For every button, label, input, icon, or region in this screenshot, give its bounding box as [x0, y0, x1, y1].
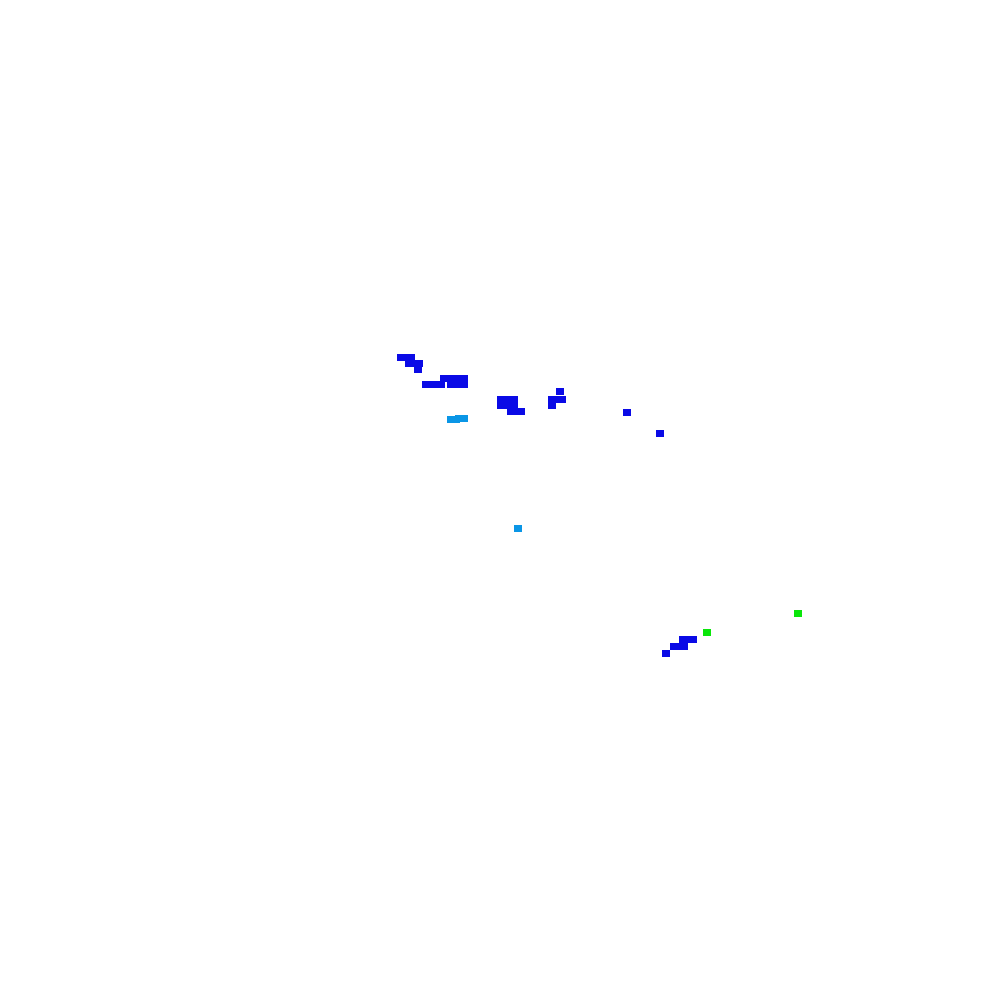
map-cell-0-6: [414, 366, 422, 373]
map-cell-0-35: [548, 402, 556, 409]
map-cell-0-23: [510, 396, 518, 403]
map-cell-0-25: [502, 402, 510, 409]
map-cell-0-10: [437, 381, 445, 388]
map-cell-0-1: [402, 354, 410, 361]
map-cell-1-2: [455, 415, 463, 422]
map-cell-0-29: [512, 408, 520, 415]
map-cell-0-41: [670, 643, 678, 650]
map-cell-0-12: [445, 375, 453, 382]
map-cell-0-39: [684, 636, 692, 643]
map-cell-0-11: [440, 375, 448, 382]
map-cell-0-33: [553, 396, 561, 403]
map-cell-0-28: [507, 408, 515, 415]
map-cell-0-16: [447, 381, 455, 388]
map-cell-0-19: [460, 381, 468, 388]
map-cell-1-4: [514, 525, 522, 532]
map-cell-0-4: [410, 360, 418, 367]
map-cell-0-44: [662, 650, 670, 657]
map-cell-2-0: [703, 629, 711, 636]
map-cell-0-14: [455, 375, 463, 382]
map-cell-0-21: [502, 396, 510, 403]
map-cell-0-20: [497, 396, 505, 403]
map-cell-0-40: [689, 636, 697, 643]
map-cell-2-1: [794, 610, 802, 617]
map-cell-0-0: [397, 354, 405, 361]
map-cell-0-2: [407, 354, 415, 361]
map-cell-0-3: [405, 360, 413, 367]
map-cell-0-42: [675, 643, 683, 650]
map-cell-1-3: [460, 415, 468, 422]
map-cell-0-8: [427, 381, 435, 388]
map-cell-0-7: [422, 381, 430, 388]
map-cell-0-37: [656, 430, 664, 437]
map-cell-0-43: [680, 643, 688, 650]
map-cell-0-36: [623, 409, 631, 416]
map-cell-0-17: [452, 381, 460, 388]
map-cell-0-31: [556, 388, 564, 395]
map-cell-0-13: [450, 375, 458, 382]
map-cell-0-24: [497, 402, 505, 409]
map-marks: [397, 354, 802, 657]
map-cell-0-27: [510, 402, 518, 409]
map-cell-0-34: [558, 396, 566, 403]
map-cell-0-15: [460, 375, 468, 382]
map-cell-0-9: [432, 381, 440, 388]
map-cell-0-32: [548, 396, 556, 403]
map-cell-1-0: [447, 416, 455, 423]
map-cell-0-5: [415, 360, 423, 367]
map-cell-0-30: [517, 408, 525, 415]
map-cell-0-38: [679, 636, 687, 643]
